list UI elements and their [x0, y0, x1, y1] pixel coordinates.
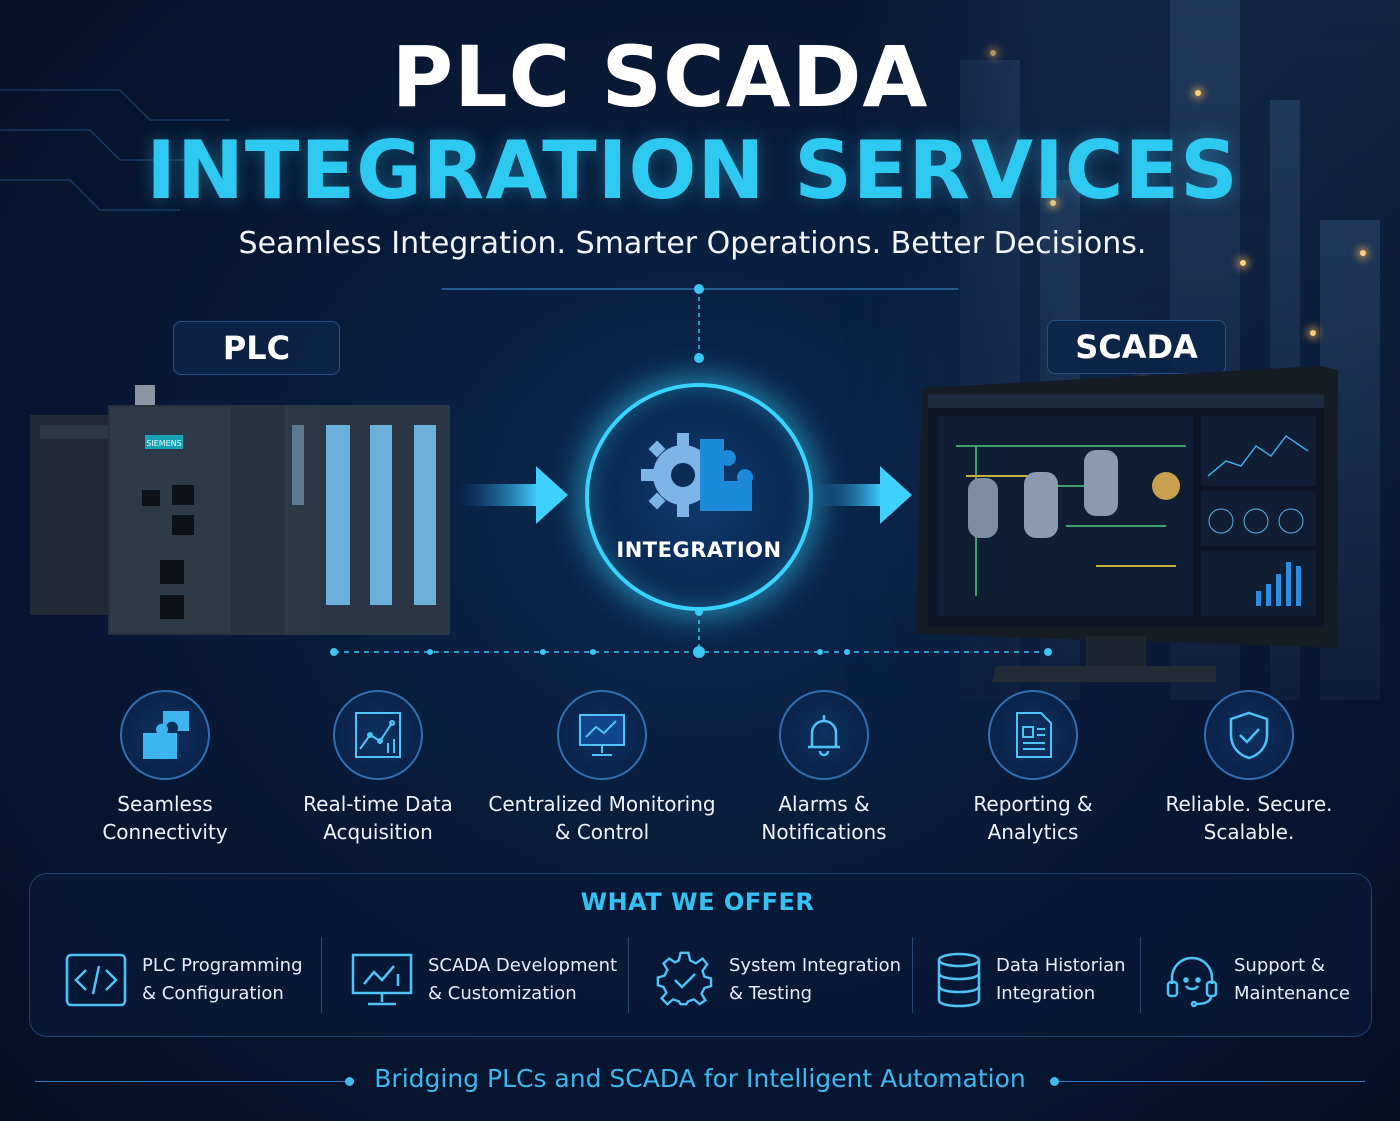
offer-line1: SCADA Development [428, 955, 618, 976]
arrow-right-icon [460, 466, 568, 524]
shield-check-icon [1204, 690, 1294, 780]
divider [1140, 937, 1141, 1013]
tagline: Bridging PLCs and SCADA for Intelligent … [374, 1064, 1026, 1093]
plc-label: PLC [173, 321, 340, 375]
plc-hardware-image: SIEMENS [30, 385, 450, 635]
what-we-offer-title: WHAT WE OFFER [580, 888, 815, 916]
offer-line1: System Integration [729, 955, 902, 976]
gear-check-icon [656, 951, 713, 1006]
offer-system-integration: System Integration & Testing [655, 940, 901, 1020]
feature-line1: Reporting & [973, 792, 1093, 816]
tagline-dot-left [345, 1077, 354, 1086]
divider [321, 937, 322, 1013]
feature-line2: Connectivity [102, 820, 228, 844]
feature-line1: Alarms & [778, 792, 870, 816]
feature-reporting: Reporting & Analytics [918, 690, 1148, 846]
page-subtitle: Seamless Integration. Smarter Operations… [238, 226, 1147, 261]
feature-alarms: Alarms & Notifications [709, 690, 939, 846]
code-icon [65, 953, 127, 1007]
circuit-lines-decoration [0, 89, 230, 211]
report-icon [988, 690, 1078, 780]
integration-label: INTEGRATION [616, 538, 782, 562]
feature-line2: & Control [554, 820, 650, 844]
gear-puzzle-icon [641, 433, 753, 517]
feature-line1: Real-time Data [303, 792, 453, 816]
offer-plc-programming: PLC Programming & Configuration [64, 940, 303, 1020]
feature-line1: Centralized Monitoring [488, 792, 716, 816]
tagline-line-left [35, 1081, 345, 1082]
tagline-line-right [1059, 1081, 1365, 1082]
tagline-dot-right [1050, 1077, 1059, 1086]
divider [912, 937, 913, 1013]
arrow-right-icon [816, 466, 912, 524]
headset-icon [1166, 956, 1218, 1008]
page-title-highlight: INTEGRATION SERVICES [146, 124, 1239, 217]
puzzle-icon [120, 690, 210, 780]
data-chart-icon [333, 690, 423, 780]
offer-line1: PLC Programming [142, 955, 303, 976]
offer-line2: & Customization [428, 983, 577, 1004]
feature-line1: Seamless [117, 792, 213, 816]
offer-line2: & Testing [729, 983, 813, 1004]
offer-line1: Support & [1234, 955, 1325, 976]
scada-label: SCADA [1047, 320, 1226, 374]
offer-line2: & Configuration [142, 983, 284, 1004]
monitor-chart-icon [351, 953, 413, 1006]
feature-reliable: Reliable. Secure. Scalable. [1134, 690, 1364, 846]
connector-lines [330, 284, 1052, 658]
offer-support: Support & Maintenance [1164, 940, 1350, 1020]
offer-line2: Maintenance [1234, 983, 1350, 1004]
divider [628, 937, 629, 1013]
feature-line2: Scalable. [1203, 820, 1295, 844]
offer-line2: Integration [996, 983, 1096, 1004]
offer-scada-development: SCADA Development & Customization [350, 940, 617, 1020]
feature-line2: Notifications [761, 820, 887, 844]
feature-line2: Acquisition [323, 820, 433, 844]
feature-line1: Reliable. Secure. [1165, 792, 1333, 816]
database-icon [937, 952, 981, 1008]
page-title: PLC SCADA [391, 28, 929, 126]
offer-line1: Data Historian [996, 955, 1126, 976]
what-we-offer-panel [29, 873, 1372, 1037]
feature-line2: Analytics [987, 820, 1079, 844]
feature-centralized-monitoring: Centralized Monitoring & Control [487, 690, 717, 846]
plc-brand-text: SIEMENS [146, 439, 182, 448]
scada-monitor-image [916, 366, 1338, 682]
monitor-icon [557, 690, 647, 780]
bell-icon [779, 690, 869, 780]
